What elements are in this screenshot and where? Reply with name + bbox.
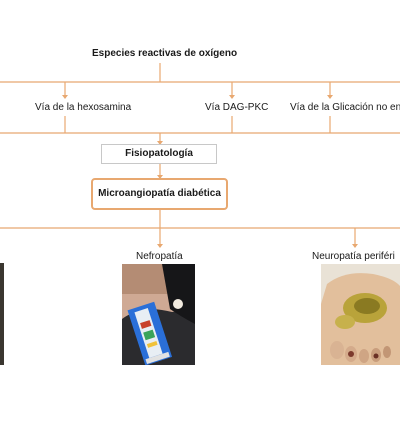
diagram-title: Especies reactivas de oxígeno [92, 48, 238, 59]
pathway-dag-pkc: Vía DAG-PKC [205, 102, 269, 113]
fisiopatologia-box: Fisiopatología [101, 144, 217, 164]
outcome-nefropatia-label: Nefropatía [136, 251, 183, 262]
pathway-glicacion: Vía de la Glicación no enz [290, 102, 400, 113]
wound-dressing-photo [122, 264, 195, 365]
diabetic-foot-photo [321, 264, 400, 365]
partial-photo-left [0, 263, 4, 365]
microangiopatia-box: Microangiopatía diabética [91, 178, 228, 210]
outcome-neuropatia-label: Neuropatía periféri [312, 251, 395, 262]
pathway-hexosamina: Vía de la hexosamina [35, 102, 132, 113]
